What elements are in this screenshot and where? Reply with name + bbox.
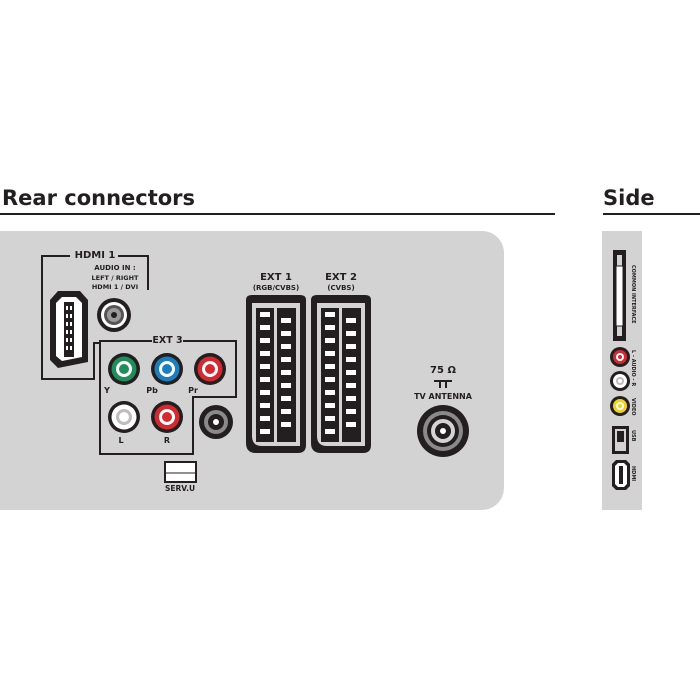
audio-l-jack	[108, 401, 140, 433]
rear-heading-rule	[0, 213, 555, 215]
tv-antenna-connector	[417, 405, 469, 457]
scart-pin	[346, 422, 356, 427]
scart-pin	[325, 429, 335, 434]
audio-l-label: L	[118, 436, 124, 445]
ext1-label-2: (RGB/CVBS)	[252, 284, 300, 292]
scart-pin	[346, 357, 356, 362]
side-audio-l-jack	[610, 371, 630, 391]
audio-in-jack	[97, 298, 131, 332]
common-interface-slot	[613, 250, 626, 341]
side-audio-r-jack	[610, 347, 630, 367]
side-usb-label: USB	[630, 430, 636, 442]
scart-pin	[325, 312, 335, 317]
scart-pin	[260, 351, 270, 356]
side-heading: Side	[603, 186, 655, 210]
scart-pin	[281, 344, 291, 349]
scart-pin	[346, 409, 356, 414]
scart-pin	[281, 318, 291, 323]
scart-pin	[260, 416, 270, 421]
scart-pin	[325, 403, 335, 408]
ext2-label-1: EXT 2	[325, 272, 357, 283]
serv-u-label: SERV.U	[164, 484, 196, 493]
scart-pin	[281, 396, 291, 401]
ext1-scart-connector	[246, 295, 306, 453]
scart-pin	[260, 403, 270, 408]
scart-pin	[281, 422, 291, 427]
scart-pin	[281, 370, 291, 375]
scart-pin	[281, 357, 291, 362]
scart-pin	[260, 390, 270, 395]
tv-antenna-label: TV ANTENNA	[414, 392, 472, 401]
scart-pin	[346, 370, 356, 375]
ext2-scart-connector	[311, 295, 371, 453]
scart-pin	[281, 409, 291, 414]
side-hdmi-port	[612, 460, 630, 490]
rear-connectors-heading: Rear connectors	[2, 186, 196, 210]
side-video-label: VIDEO	[630, 398, 636, 416]
audio-in-label-3: HDMI 1 / DVI	[91, 283, 139, 291]
scart-pin	[281, 331, 291, 336]
scart-pin	[260, 312, 270, 317]
service-port	[164, 461, 197, 483]
scart-pin	[260, 377, 270, 382]
scart-pin	[260, 338, 270, 343]
scart-pin	[325, 351, 335, 356]
component-pr-label: Pr	[188, 386, 198, 395]
scart-pin	[260, 325, 270, 330]
side-audio-label: L - AUDIO - R	[630, 350, 636, 387]
audio-in-label-1: AUDIO IN :	[94, 264, 136, 272]
scart-pin	[281, 383, 291, 388]
scart-pin	[346, 396, 356, 401]
scart-pin	[325, 325, 335, 330]
side-video-jack	[610, 396, 630, 416]
scart-pin	[325, 377, 335, 382]
component-y-jack	[108, 353, 140, 385]
hdmi1-label: HDMI 1	[74, 250, 116, 261]
component-pr-jack	[194, 353, 226, 385]
side-common-interface-label: COMMON INTERFACE	[630, 265, 636, 324]
component-y-label: Y	[104, 386, 110, 395]
audio-in-label-2: LEFT / RIGHT	[91, 274, 139, 282]
component-pb-label: Pb	[146, 386, 158, 395]
scart-pin	[346, 344, 356, 349]
scart-pin	[346, 318, 356, 323]
ext3-group-frame	[99, 340, 237, 455]
antenna-symbol	[434, 380, 452, 388]
scart-pin	[260, 364, 270, 369]
scart-pin	[325, 390, 335, 395]
hdmi1-connector	[50, 291, 88, 368]
component-pb-jack	[151, 353, 183, 385]
ext2-label-2: (CVBS)	[327, 284, 355, 292]
scart-pin	[325, 338, 335, 343]
scart-pin	[346, 331, 356, 336]
scart-pin	[325, 364, 335, 369]
audio-r-label: R	[163, 436, 171, 445]
side-hdmi-label: HDMI	[630, 466, 636, 482]
antenna-impedance-label: 75 Ω	[430, 365, 456, 376]
ext1-label-1: EXT 1	[260, 272, 292, 283]
scart-pin	[260, 429, 270, 434]
side-usb-port	[612, 426, 629, 454]
scart-pin	[346, 383, 356, 388]
ext3-label: EXT 3	[152, 335, 183, 346]
scart-pin	[325, 416, 335, 421]
coax-audio-jack	[199, 405, 233, 439]
side-heading-rule	[603, 213, 700, 215]
hdmi1-group-frame	[41, 255, 149, 380]
audio-r-jack	[151, 401, 183, 433]
